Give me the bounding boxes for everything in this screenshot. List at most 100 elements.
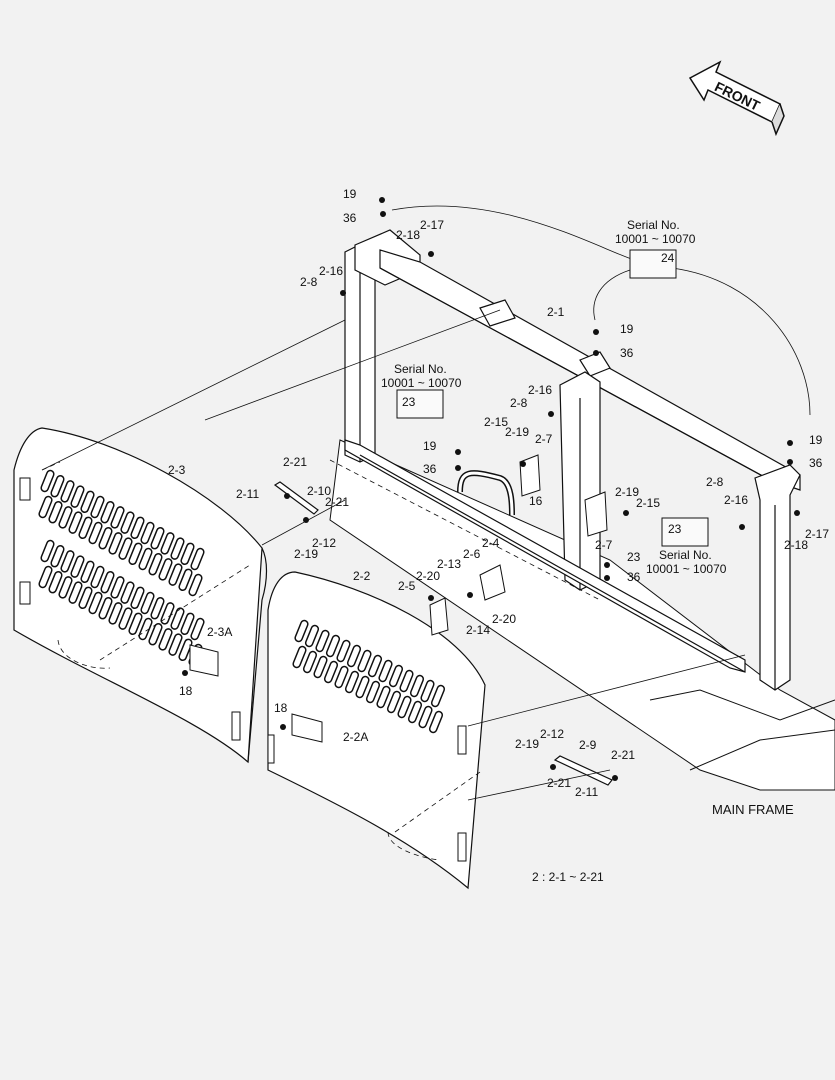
louver-slot	[346, 644, 362, 668]
callout: 2-8	[300, 275, 318, 289]
frame-bottom-rail	[344, 439, 746, 673]
bolt-icon	[520, 461, 526, 467]
louver-slot	[130, 586, 145, 610]
serial-note-range: 10001 ~ 10070	[381, 376, 462, 390]
callout: 2-3A	[207, 625, 233, 639]
louver-slot	[178, 568, 193, 592]
callout: 2-20	[492, 612, 517, 626]
louver-slot	[418, 705, 433, 729]
main-frame-outline	[329, 439, 835, 791]
callout: 2-6	[463, 547, 481, 561]
louver-slot	[148, 622, 163, 646]
callout: 36	[423, 462, 437, 476]
louver-slot	[397, 695, 412, 719]
callout: 19	[809, 433, 823, 447]
louver-slot	[38, 495, 53, 519]
louver-slot	[178, 638, 193, 662]
callout: 2-12	[540, 727, 565, 741]
louver-slot	[88, 591, 103, 615]
serial-box-23a	[396, 389, 444, 419]
callout: 2-12	[312, 536, 337, 550]
louver-slot	[100, 500, 115, 524]
latch-plates	[189, 644, 323, 743]
callout: 2-16	[724, 493, 749, 507]
bolt-icon	[739, 524, 745, 530]
bolt-icon	[303, 517, 309, 523]
louver-slot	[365, 680, 381, 704]
dashed-lines	[41, 459, 601, 861]
callout: 18	[274, 701, 288, 715]
louver-slot	[40, 539, 55, 563]
louver-slot	[80, 490, 95, 514]
louver-slot	[60, 550, 75, 573]
latch-rods	[273, 481, 613, 786]
bolt-icon	[787, 459, 793, 465]
louver-slot	[138, 547, 153, 571]
bolt-icon	[455, 465, 461, 471]
louver-slot	[399, 669, 414, 693]
callout: 2-21	[283, 455, 308, 469]
louver-slot	[409, 674, 425, 698]
callout: 2-19	[294, 547, 319, 561]
bolt-icon	[340, 290, 346, 296]
bolt-icon	[182, 670, 188, 676]
louver-slot	[378, 659, 393, 683]
bolt-icon	[794, 510, 800, 516]
callout: 2-16	[528, 383, 553, 397]
louver-slot	[138, 617, 153, 641]
louver-slot	[50, 474, 65, 498]
louver-slot	[90, 495, 105, 519]
louver-slot	[78, 586, 93, 610]
callout: 2-1	[547, 305, 565, 319]
frame-right-post	[754, 464, 801, 691]
serial-box-24	[629, 249, 677, 279]
callout: 2-19	[515, 737, 540, 751]
callout: 2-11	[575, 785, 599, 799]
louver-slot	[160, 602, 175, 625]
louver-slot	[190, 617, 205, 641]
louver-slot	[336, 639, 351, 663]
louver-slot	[128, 612, 143, 636]
callout: 2-19	[615, 485, 640, 499]
louver-slots-left	[38, 469, 205, 667]
frame-top-beam	[379, 249, 801, 491]
louver-slot	[50, 544, 65, 568]
louver-slot	[325, 634, 341, 658]
louver-slot	[98, 526, 113, 550]
louver-slot	[128, 542, 143, 566]
louver-slot	[357, 649, 372, 673]
louver-slot	[313, 655, 328, 679]
louver-slot	[80, 560, 95, 584]
brackets	[429, 454, 608, 636]
bolt-icon	[550, 764, 556, 770]
louver-slot	[100, 570, 115, 594]
serial-note-range: 10001 ~ 10070	[646, 562, 727, 576]
louver-slot	[58, 506, 73, 529]
louver-slot	[168, 633, 183, 656]
louver-slot	[40, 469, 55, 493]
bolt-icon	[280, 724, 286, 730]
louver-slot	[158, 558, 173, 581]
louver-slot	[98, 596, 113, 620]
callout: 2-11	[236, 487, 260, 501]
louver-slot	[376, 685, 391, 709]
louver-slot	[48, 500, 63, 524]
louver-slot	[292, 645, 307, 669]
serial-box-23b	[661, 517, 709, 547]
louver-slot	[160, 532, 175, 555]
louver-slot	[158, 628, 173, 651]
callout: 36	[620, 346, 634, 360]
louver-slot	[190, 547, 205, 571]
bolt-icon	[428, 251, 434, 257]
callout: 2-5	[398, 579, 416, 593]
louver-slot	[118, 537, 133, 560]
louver-slot	[110, 506, 125, 529]
bolt-icon	[428, 595, 434, 601]
louver-slot	[170, 537, 185, 560]
louver-slot	[315, 629, 330, 653]
callout: 2-7	[535, 432, 553, 446]
callout: 2-17	[420, 218, 445, 232]
bolt-icon	[604, 562, 610, 568]
serial-note-title: Serial No.	[627, 218, 680, 232]
